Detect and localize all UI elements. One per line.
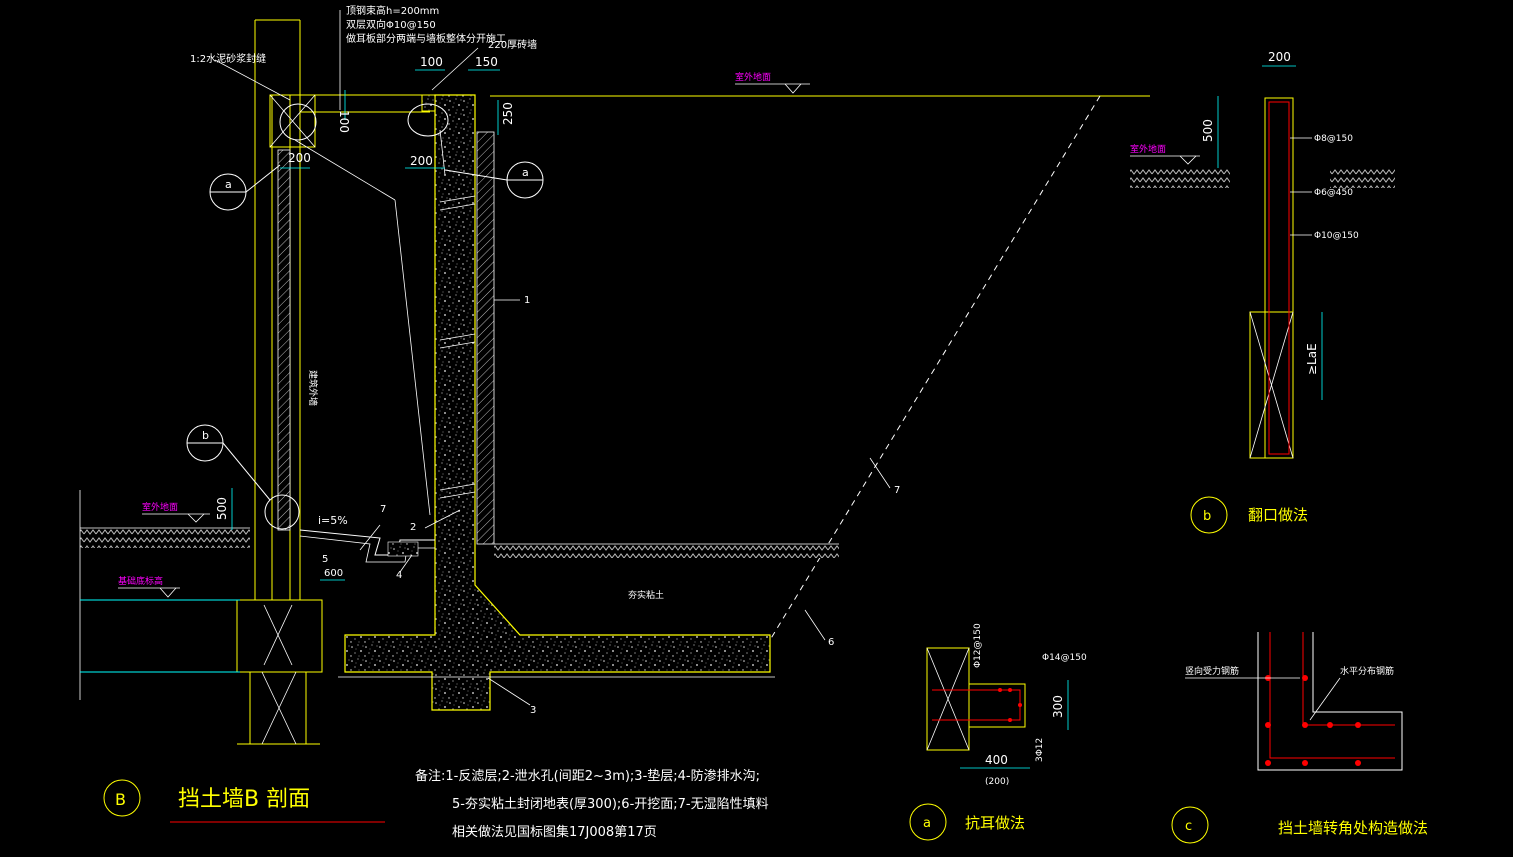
detail-a-text: a 抗耳做法 Φ14@150 Φ12@150 300 400 (200) 3Φ1…	[909, 623, 1087, 841]
num-1: 1	[524, 295, 530, 306]
note-top-3: 做耳板部分两端与墙板整体分开施工	[346, 32, 506, 45]
title-bubble-text: B	[115, 790, 126, 809]
detail-b-rebar-2: Φ6@450	[1314, 188, 1353, 198]
bubble-b-text: b	[202, 429, 209, 442]
detail-a-title: 抗耳做法	[965, 814, 1025, 832]
note-top-2: 双层双向Φ10@150	[346, 18, 436, 31]
detail-b-rebar-3: Φ10@150	[1314, 231, 1359, 241]
note-top-1: 顶钢束高h=200mm	[346, 4, 439, 17]
drain-holes	[439, 195, 476, 499]
wall-220-label: 220厚砖墙	[488, 38, 537, 51]
detail-b-bubble-text: b	[1203, 509, 1211, 524]
compacted-fill-label: 夯实粘土	[628, 589, 664, 601]
ground-left	[80, 528, 250, 548]
mortar-seal-label: 1:2水泥砂浆封缝	[190, 52, 266, 65]
bubble-a-right-text: a	[522, 166, 529, 179]
note-line-1: 备注:1-反滤层;2-泄水孔(间距2~3m);3-垫层;4-防渗排水沟;	[415, 768, 760, 784]
num-7: 7	[894, 485, 900, 496]
dim-250-label: 250	[501, 102, 515, 125]
note-line-2: 5-夯实粘土封闭地表(厚300);6-开挖面;7-无湿陷性填料	[452, 797, 769, 812]
num-2: 2	[410, 522, 416, 533]
num-4: 4	[396, 570, 402, 581]
title-text: 挡土墙B 剖面	[178, 787, 310, 812]
dim-200-mid-label: 200	[410, 154, 433, 168]
detail-b-text: b 翻口做法 200 500 室外地面 Φ8@150 Φ6@450 Φ10@15…	[1130, 50, 1359, 534]
detail-b-anchor: ≥LaE	[1305, 343, 1319, 375]
detail-c-bubble-text: c	[1185, 819, 1192, 834]
detail-b-drawing	[1130, 65, 1395, 459]
section-b-drawing	[79, 10, 1150, 745]
bubble-a-left-text: a	[225, 178, 232, 191]
brick-wall-hatch	[277, 149, 291, 531]
num-6: 6	[828, 637, 834, 648]
retaining-wall-concrete	[344, 94, 771, 711]
outdoor-ground-right-label: 室外地面	[735, 71, 771, 83]
excavation-slope	[769, 95, 1101, 641]
detail-c-vertical-rebar: 竖向受力钢筋	[1185, 665, 1239, 677]
filter-layer	[476, 131, 495, 545]
num-3: 3	[530, 705, 536, 716]
detail-c-text: c 挡土墙转角处构造做法 竖向受力钢筋 水平分布钢筋	[1171, 665, 1428, 844]
basement-floor-label: 基础底标高	[118, 575, 163, 587]
note-line-3: 相关做法见国标图集17J008第17页	[452, 824, 657, 840]
notes-block: 备注:1-反滤层;2-泄水孔(间距2~3m);3-垫层;4-防渗排水沟; 5-夯…	[415, 768, 769, 840]
drain-ditch	[299, 529, 435, 556]
section-title: B 挡土墙B 剖面	[103, 779, 385, 823]
detail-b-title: 翻口做法	[1248, 506, 1308, 524]
wall-cap	[421, 94, 436, 112]
dim-100-small-label: 100	[337, 110, 351, 133]
detail-c-drawing	[1185, 632, 1403, 771]
detail-a-bubble-text: a	[923, 816, 931, 831]
detail-b-dim-200: 200	[1268, 50, 1291, 64]
detail-b-rebar-1: Φ8@150	[1314, 134, 1353, 144]
dimension-lines	[231, 69, 500, 581]
slope-label: i=5%	[318, 514, 348, 527]
detail-c-title: 挡土墙转角处构造做法	[1278, 819, 1428, 837]
section-bubbles	[186, 161, 544, 501]
dim-200-left-label: 200	[288, 151, 311, 165]
detail-a-dim-300: 300	[1051, 695, 1065, 718]
detail-c-horizontal-rebar: 水平分布钢筋	[1340, 665, 1394, 677]
leader-lines	[214, 10, 891, 706]
num-7b: 7	[380, 504, 386, 515]
column-cross	[261, 94, 316, 745]
detail-b-dim-500: 500	[1201, 119, 1215, 142]
building-wall-label: 建筑外墙	[307, 370, 319, 406]
detail-a-dim-400: 400	[985, 753, 1008, 767]
dim-500-label: 500	[215, 497, 229, 520]
outdoor-ground-label: 室外地面	[142, 501, 178, 513]
detail-a-rebar-top: Φ14@150	[1042, 653, 1087, 663]
detail-a-rebar-bottom: 3Φ12	[1035, 738, 1045, 762]
detail-b-ground: 室外地面	[1130, 143, 1166, 155]
dim-150-label: 150	[475, 55, 498, 69]
detail-a-drawing	[926, 647, 1069, 769]
dim-600-label: 600	[324, 568, 343, 579]
compacted-ground-right	[494, 544, 839, 558]
dim-100-label: 100	[420, 55, 443, 69]
detail-a-dim-200: (200)	[985, 777, 1009, 787]
level-markers	[118, 83, 810, 598]
num-5: 5	[322, 554, 328, 565]
detail-a-rebar-vertical: Φ12@150	[973, 623, 983, 668]
